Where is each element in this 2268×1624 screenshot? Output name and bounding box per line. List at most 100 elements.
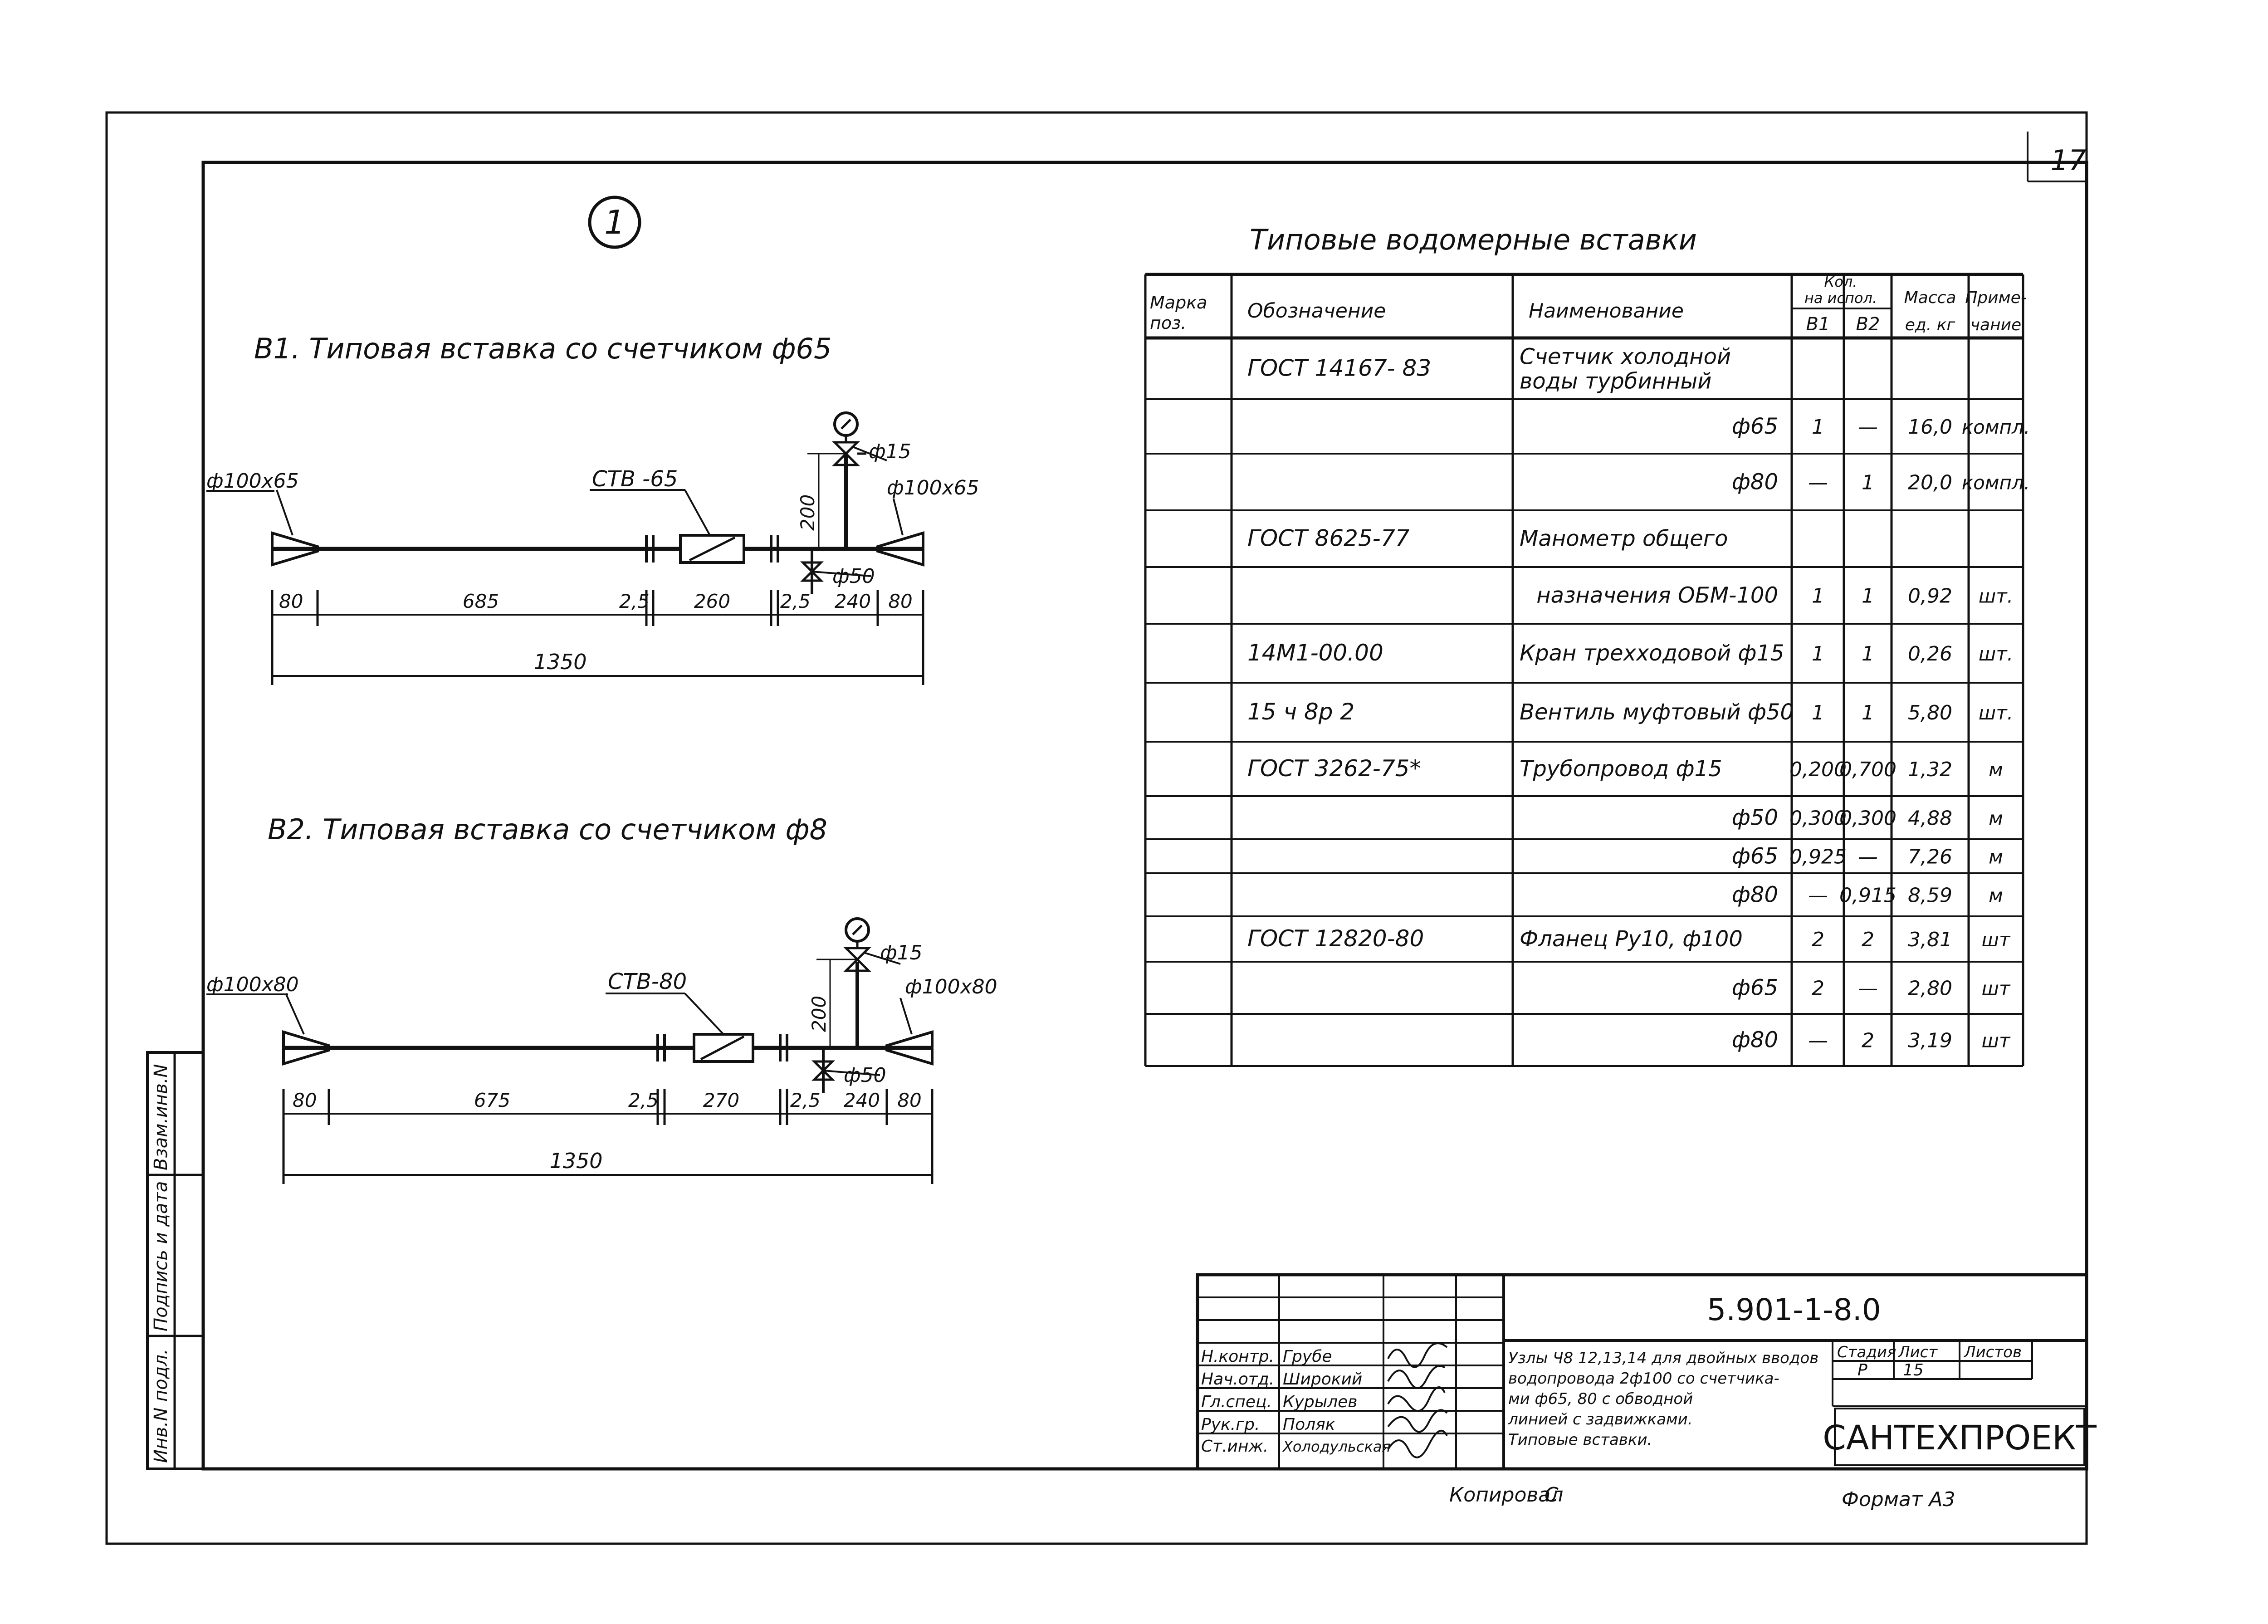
spec-cell-mass: 0,26: [1908, 642, 1952, 665]
spec-cell-name: ф65: [1732, 414, 1778, 439]
header-mark-pos: поз.: [1150, 313, 1186, 333]
valve-icon: [811, 1060, 836, 1081]
dim-b1-5: 240: [835, 590, 871, 612]
spec-cell-name: воды турбинный: [1520, 369, 1712, 394]
spec-cell-mass: 7,26: [1908, 846, 1952, 869]
format-label: Формат А3: [1842, 1488, 1955, 1511]
spec-cell-name: ф80: [1732, 1027, 1778, 1053]
header-note: Приме-: [1965, 289, 2027, 307]
sheet-label: Лист: [1897, 1343, 1938, 1361]
inner-frame: [201, 161, 2088, 1471]
spec-cell-note: шт.: [1979, 702, 2013, 724]
reducer-left: [282, 1030, 330, 1066]
page-number: 17: [2051, 144, 2087, 177]
riser-b2: 200: [808, 996, 830, 1032]
spec-cell-b1: 2: [1812, 977, 1824, 1000]
spec-cell-mass: 2,80: [1908, 977, 1952, 1000]
spec-cell-note: м: [1989, 885, 2003, 907]
spec-cell-b1: 1: [1812, 416, 1824, 439]
stamp-name-1: Широкий: [1283, 1370, 1362, 1389]
spec-cell-name: Счетчик холодной: [1520, 344, 1731, 370]
spec-cell-note: м: [1989, 807, 2003, 830]
header-b2: В2: [1856, 314, 1880, 335]
side-stamp-replace: Взам.инв.N: [151, 1064, 171, 1170]
spec-cell-b2: —: [1858, 416, 1878, 439]
spec-cell-note: м: [1989, 758, 2003, 781]
diagram-b1-title: В1. Типовая вставка со счетчиком ф65: [254, 332, 831, 365]
tap-b1: ф15: [869, 440, 911, 463]
copied-label: Копировал: [1449, 1483, 1563, 1507]
header-mass-unit: ед. кг: [1905, 316, 1956, 334]
copied-sign: С: [1545, 1483, 1559, 1507]
diagram-b2: В2. Типовая вставка со счетчиком ф8 СТВ-…: [206, 813, 997, 1184]
spec-cell-mass: 16,0: [1908, 416, 1952, 439]
spec-cell-note: шт: [1982, 929, 2011, 951]
dim-b2-2: 2,5: [628, 1089, 659, 1111]
flange-right-b2: ф100х80: [905, 975, 997, 998]
spec-cell-b2: 1: [1862, 701, 1874, 724]
spec-cell-name: ф65: [1732, 844, 1778, 869]
spec-cell-note: компл.: [1962, 416, 2030, 438]
valve-icon: [800, 561, 824, 582]
spec-cell-b2: —: [1858, 977, 1878, 1000]
spec-cell-designation: ГОСТ 8625-77: [1247, 525, 1410, 552]
spec-cell-b2: 0,915: [1839, 884, 1897, 907]
meter-label-b2: СТВ-80: [608, 969, 687, 994]
spec-cell-name: ф80: [1732, 882, 1778, 908]
header-note-2: чание: [1970, 316, 2021, 334]
spec-cell-designation: 15 ч 8р 2: [1247, 699, 1354, 725]
spec-cell-name: Трубопровод ф15: [1520, 756, 1722, 782]
header-designation: Обозначение: [1247, 299, 1386, 323]
stamp-desc-0: Узлы Ч8 12,13,14 для двойных вводов: [1508, 1349, 1818, 1367]
spec-cell-b1: —: [1808, 1029, 1828, 1052]
flange-left-b1: ф100х65: [206, 470, 299, 493]
spec-cell-mass: 1,32: [1908, 758, 1952, 781]
spec-cell-b1: 0,200: [1789, 758, 1847, 781]
stamp-name-2: Курылев: [1283, 1393, 1358, 1411]
spec-cell-b2: 2: [1862, 1029, 1874, 1052]
stamp-role-3: Рук.гр.: [1201, 1415, 1260, 1434]
header-qty: Кол.: [1824, 273, 1857, 290]
spec-cell-b1: 1: [1812, 585, 1824, 608]
dim-b2-5: 240: [844, 1089, 880, 1111]
gauge-icon: [845, 917, 870, 943]
spec-cell-note: шт: [1982, 978, 2011, 1000]
spec-cell-mass: 5,80: [1908, 701, 1952, 724]
view-number: 1: [604, 203, 625, 241]
total-b1: 1350: [533, 650, 587, 674]
meter-label-b1: СТВ -65: [592, 466, 678, 492]
stamp-name-3: Поляк: [1283, 1415, 1335, 1434]
stage-value: Р: [1857, 1361, 1867, 1379]
dim-b1-0: 80: [279, 590, 303, 612]
dim-b2-1: 675: [474, 1089, 510, 1111]
total-b2: 1350: [549, 1149, 602, 1173]
tap-b2: ф15: [880, 941, 923, 964]
spec-cell-b1: 0,925: [1789, 846, 1847, 869]
spec-cell-mass: 3,19: [1908, 1029, 1952, 1052]
reducer-right: [876, 531, 924, 567]
header-mass: Масса: [1904, 289, 1956, 307]
spec-cell-note: шт.: [1979, 643, 2013, 665]
gauge-icon: [833, 411, 859, 437]
diagram-b2-title: В2. Типовая вставка со счетчиком ф8: [268, 813, 827, 846]
spec-cell-designation: 14М1-00.00: [1247, 640, 1383, 666]
spec-cell-designation: ГОСТ 3262-75*: [1247, 755, 1421, 782]
flange-left-b2: ф100х80: [206, 973, 299, 996]
spec-cell-note: шт.: [1979, 585, 2013, 607]
spec-cell-b2: 0,700: [1839, 758, 1897, 781]
spec-cell-b2: —: [1858, 846, 1878, 869]
header-b1: В1: [1806, 314, 1830, 335]
dim-b2-3: 270: [703, 1089, 739, 1111]
dim-b1-1: 685: [463, 590, 499, 612]
spec-cell-b2: 1: [1862, 585, 1874, 608]
spec-cell-note: шт: [1982, 1030, 2011, 1052]
branch-b1: ф50: [832, 565, 875, 588]
stamp-role-0: Н.контр.: [1201, 1347, 1274, 1366]
stamp-desc-2: ми ф65, 80 с обводной: [1508, 1390, 1693, 1408]
spec-cell-name: назначения ОБМ-100: [1536, 583, 1778, 608]
spec-cell-mass: 8,59: [1908, 884, 1952, 907]
spec-cell-b1: —: [1808, 471, 1828, 494]
spec-cell-b2: 2: [1862, 928, 1874, 951]
